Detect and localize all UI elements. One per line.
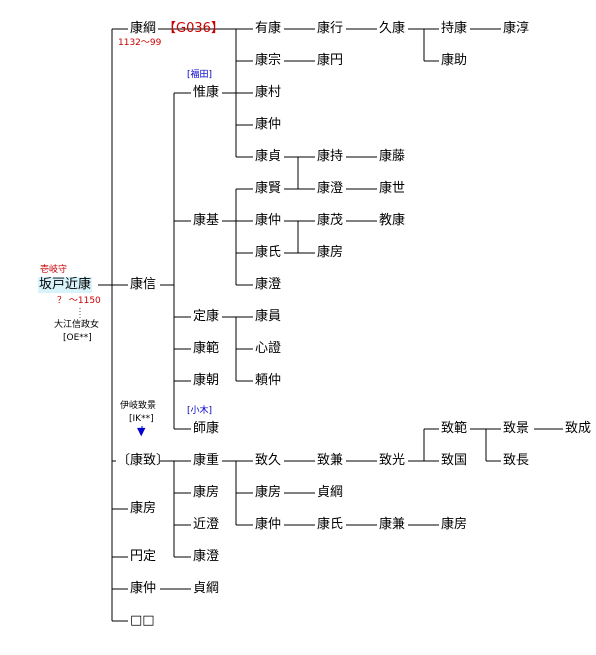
person-yasunaka-1: 康仲 [255,117,282,132]
adoptive-father-code: [IK**] [129,414,154,424]
person-munenaga: 致長 [503,453,530,468]
person-munekuni: 致国 [441,453,468,468]
person-aryasu: 有康 [255,21,282,36]
person-yasuuji-2: 康氏 [317,517,344,532]
root-spouse-name: 大江信政女 [54,320,100,330]
person-yasukane: 致兼 [317,453,344,468]
person-yasuzumi-2: 康澄 [255,277,282,292]
person-yasushige: 康重 [193,453,220,468]
person-yasumaru: 康円 [317,53,344,68]
person-yasumura: 康村 [255,85,282,100]
person-yasusuke: 康助 [441,53,468,68]
adoptive-father-name: 伊岐致景 [120,401,157,411]
person-mochiyasu: 持康 [441,21,468,36]
person-yorinaka: 頼仲 [255,373,282,388]
person-yasukata: 康賢 [255,181,282,196]
person-moroyasu: 師康 [193,421,220,436]
person-shinsho: 心證 [255,341,282,356]
person-yasunobu: 康信 [130,277,157,292]
root-person: 坂戸近康 [38,277,93,293]
person-yasunaka-3: 康仲 [255,517,282,532]
person-yasushige: 康茂 [317,213,344,228]
yasutsuna-years: 1132～99 [118,38,162,48]
person-yasumochi: 康持 [317,149,344,164]
person-sadayasu: 定康 [193,309,220,324]
person-sadatsuna-2: 貞綱 [193,581,220,596]
person-yasufusa-2: 康房 [193,485,220,500]
person-yasufusa-3: 康房 [255,485,282,500]
fukuda-label: [福田] [187,70,213,80]
person-enjo: 円定 [130,549,157,564]
person-yasukazu: 康員 [255,309,282,324]
person-munehisa: 致久 [255,453,282,468]
koki-label: [小木] [187,406,213,416]
person-yasutomo: 康朝 [193,373,220,388]
person-sadatsuna-1: 貞綱 [317,485,344,500]
person-yasumune: 康宗 [255,53,282,68]
person-yasunaka: 康仲 [130,581,157,596]
root-spouse-code: [OE**] [63,333,92,343]
person-koreyasu: 惟康 [193,85,220,100]
person-yasufusa: 康房 [130,501,157,516]
g036-label: 【G036】 [163,21,224,36]
adoption-arrow-icon: ▼ [137,425,146,438]
person-hisayasu: 久康 [379,21,406,36]
person-yasuyo: 康世 [379,181,406,196]
person-yasumune-adopted: 〔康致〕 [117,453,170,468]
person-yasunori: 康範 [193,341,220,356]
person-unknown: □□ [130,613,155,628]
person-yasunaka-2: 康仲 [255,213,282,228]
person-yasufusa-4: 康房 [441,517,468,532]
person-muneyasu: 教康 [379,213,406,228]
person-yasujun: 康淳 [503,21,530,36]
person-munenori: 致範 [441,421,468,436]
person-chikazumi: 近澄 [193,517,220,532]
root-years: ？ ～1150 [57,296,101,306]
root-title: 壱岐守 [40,265,68,275]
person-yasufusa-1: 康房 [317,245,344,260]
person-yasuzumi-3: 康澄 [193,549,220,564]
person-munenari: 致成 [565,421,592,436]
person-yasutsuna: 康綱 [130,21,157,36]
person-munekage: 致景 [503,421,530,436]
person-yasufuji: 康藤 [379,149,406,164]
person-yasukane-2: 康兼 [379,517,406,532]
person-yasusada: 康貞 [255,149,282,164]
person-yasuzumi-1: 康澄 [317,181,344,196]
person-yasuyuki: 康行 [317,21,344,36]
person-yasumoto: 康基 [193,213,220,228]
person-munemitsu: 致光 [379,453,406,468]
person-yasuuji: 康氏 [255,245,282,260]
